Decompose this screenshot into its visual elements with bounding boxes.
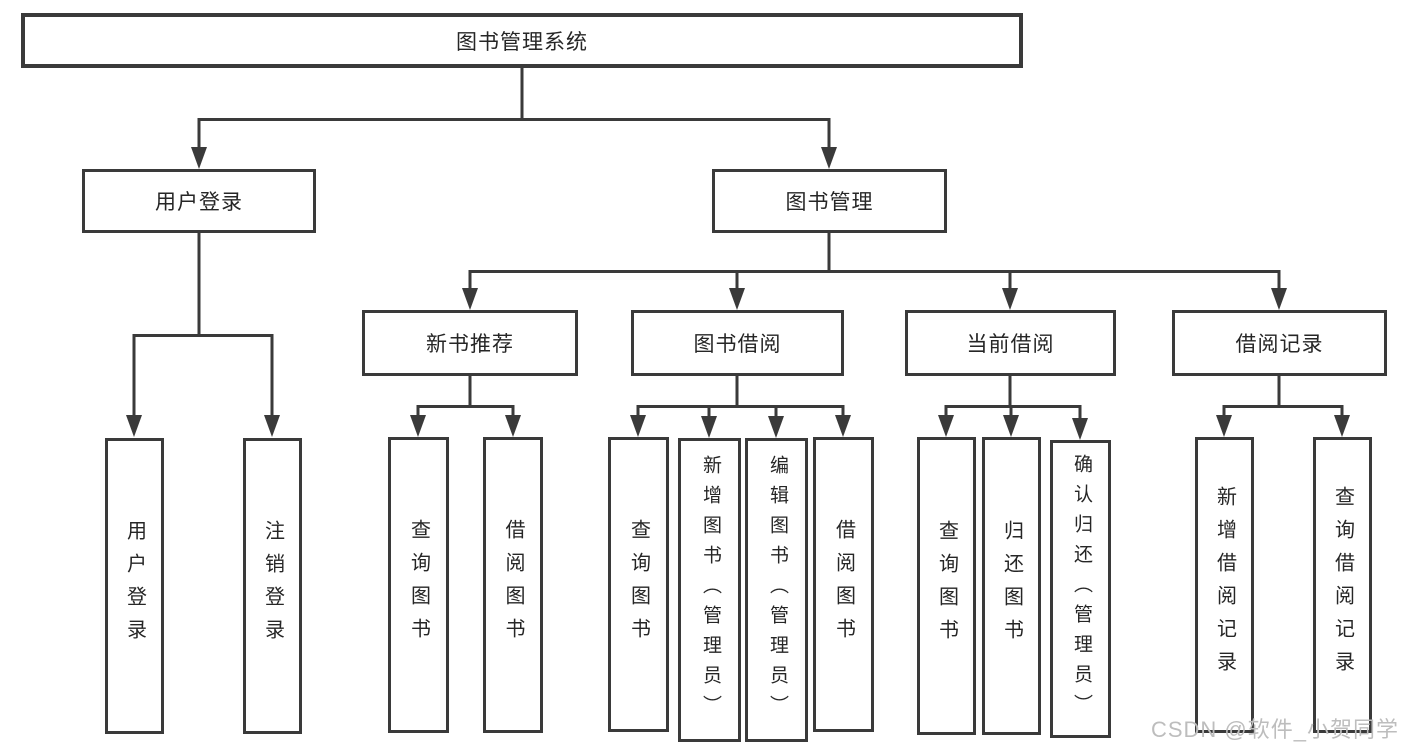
arrowhead bbox=[835, 415, 851, 437]
node-label: 用户登录 bbox=[155, 191, 243, 214]
leaf-record-query-borrow-record: 查询借阅记录 bbox=[1313, 437, 1372, 733]
leaf-current-return-books: 归还图书 bbox=[982, 437, 1041, 735]
connector-borrow-to-leaves bbox=[630, 371, 851, 438]
leaf-label: 借阅图书 bbox=[832, 518, 855, 651]
arrowhead bbox=[462, 288, 478, 310]
node-book-borrowing: 图书借阅 bbox=[631, 310, 844, 376]
arrowhead bbox=[701, 416, 717, 438]
connector-records-to-leaves bbox=[1216, 373, 1350, 437]
leaf-label: 编辑图书（管理员） bbox=[766, 455, 788, 725]
node-borrowing-records: 借阅记录 bbox=[1172, 310, 1387, 376]
arrowhead bbox=[938, 415, 954, 437]
node-label: 图书管理系统 bbox=[456, 30, 588, 54]
connector-current-to-leaves bbox=[938, 373, 1088, 440]
leaf-current-query-books: 查询图书 bbox=[917, 437, 976, 735]
leaf-label: 查询图书 bbox=[627, 518, 650, 651]
leaf-label: 归还图书 bbox=[1000, 520, 1023, 652]
arrowhead bbox=[1002, 288, 1018, 310]
arrowhead bbox=[410, 415, 426, 437]
node-label: 图书管理 bbox=[785, 191, 874, 214]
leaf-borrow-edit-books-admin: 编辑图书（管理员） bbox=[745, 438, 808, 742]
connector-book-mgmt-to-level3 bbox=[462, 230, 1287, 310]
node-user-login: 用户登录 bbox=[82, 169, 316, 233]
leaf-newrec-borrow-books: 借阅图书 bbox=[483, 437, 543, 733]
leaf-user-login: 用户登录 bbox=[105, 438, 164, 734]
connector-newrec-to-leaves bbox=[410, 373, 521, 437]
leaf-borrow-borrow-books: 借阅图书 bbox=[813, 437, 874, 732]
arrowhead bbox=[264, 415, 280, 437]
node-label: 借阅记录 bbox=[1235, 333, 1324, 356]
leaf-label: 注销登录 bbox=[261, 520, 284, 652]
arrowhead bbox=[630, 415, 646, 437]
arrowhead bbox=[191, 147, 207, 169]
node-current-borrowing: 当前借阅 bbox=[905, 310, 1116, 376]
arrowhead bbox=[1334, 415, 1350, 437]
csdn-watermark: CSDN @软件_小贺同学 bbox=[1150, 717, 1399, 742]
leaf-label: 查询图书 bbox=[407, 519, 430, 651]
node-label: 新书推荐 bbox=[426, 333, 514, 356]
leaf-label: 借阅图书 bbox=[502, 519, 524, 651]
leaf-label: 新增图书（管理员） bbox=[699, 455, 721, 725]
connector-root-to-level2 bbox=[191, 64, 837, 169]
leaf-borrow-query-books: 查询图书 bbox=[608, 437, 669, 732]
leaf-logout: 注销登录 bbox=[243, 438, 302, 734]
node-library-management-system: 图书管理系统 bbox=[21, 13, 1023, 68]
arrowhead bbox=[768, 416, 784, 438]
arrowhead bbox=[126, 415, 142, 437]
arrowhead bbox=[1271, 288, 1287, 310]
leaf-borrow-add-books-admin: 新增图书（管理员） bbox=[678, 438, 741, 742]
connector-user-login-to-leaves bbox=[126, 230, 280, 437]
arrowhead bbox=[1003, 415, 1019, 437]
leaf-newrec-query-books: 查询图书 bbox=[388, 437, 449, 733]
leaf-record-add-borrow-record: 新增借阅记录 bbox=[1195, 437, 1254, 733]
leaf-label: 查询借阅记录 bbox=[1331, 486, 1354, 684]
leaf-label: 确认归还（管理员） bbox=[1070, 454, 1092, 724]
leaf-label: 查询图书 bbox=[935, 520, 958, 652]
arrowhead bbox=[505, 415, 521, 437]
arrowhead bbox=[1216, 415, 1232, 437]
leaf-label: 用户登录 bbox=[123, 520, 146, 652]
node-label: 图书借阅 bbox=[693, 333, 782, 356]
node-new-book-recommendation: 新书推荐 bbox=[362, 310, 578, 376]
arrowhead bbox=[821, 147, 837, 169]
node-book-management: 图书管理 bbox=[712, 169, 947, 233]
arrowhead bbox=[729, 288, 745, 310]
leaf-label: 新增借阅记录 bbox=[1213, 486, 1236, 684]
arrowhead bbox=[1072, 418, 1088, 440]
node-label: 当前借阅 bbox=[966, 333, 1055, 356]
leaf-current-confirm-return-admin: 确认归还（管理员） bbox=[1050, 440, 1111, 738]
